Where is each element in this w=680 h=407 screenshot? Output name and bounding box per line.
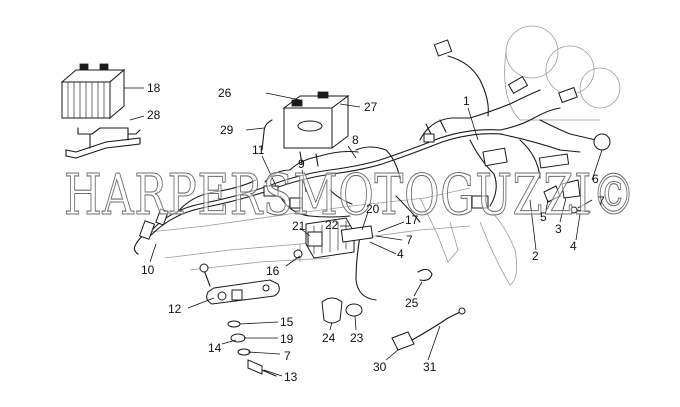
callout-1: 1: [463, 94, 470, 108]
callout-23: 23: [350, 331, 364, 345]
callout-20: 20: [366, 202, 380, 216]
leader-lines: [124, 87, 603, 377]
callout-12: 12: [168, 302, 182, 316]
callout-13: 13: [284, 370, 298, 384]
callout-6: 6: [592, 172, 599, 186]
callout-16: 16: [266, 264, 280, 278]
callout-26: 26: [218, 86, 232, 100]
callout-numbers: 18 28 26 27 29 1 8 11 9 22 20 17 7 4 21 …: [141, 81, 605, 384]
callout-21: 21: [292, 219, 306, 233]
watermark-text: HARPERSMOTOGUZZI©: [64, 163, 636, 228]
right-side-parts: [543, 133, 611, 214]
instrument-cluster: [504, 25, 621, 121]
cable-clip: [417, 268, 433, 281]
callout-9: 9: [298, 157, 305, 171]
callout-25: 25: [405, 296, 419, 310]
relay: [307, 231, 323, 247]
small-battery: [60, 63, 126, 120]
fuse-block: [293, 217, 374, 259]
callout-31: 31: [423, 360, 437, 374]
callout-17: 17: [405, 213, 419, 227]
main-battery: [261, 91, 350, 151]
callout-4-right: 4: [570, 239, 577, 253]
connector-top: [433, 39, 489, 117]
rubber-cap: [321, 297, 363, 324]
fasteners-stack: [227, 320, 277, 377]
battery-bracket: [65, 127, 141, 159]
harness-connectors: [138, 75, 578, 240]
callout-7-lower: 7: [284, 349, 291, 363]
main-harness: [133, 89, 597, 301]
callout-19: 19: [280, 332, 294, 346]
callout-10: 10: [141, 263, 155, 277]
frame-outline: [149, 187, 518, 286]
sensor-lead: [391, 307, 466, 351]
callout-18: 18: [147, 81, 161, 95]
regulator-plate: [199, 263, 280, 305]
callout-27: 27: [364, 100, 378, 114]
callout-4: 4: [397, 247, 404, 261]
callout-14: 14: [208, 341, 222, 355]
callout-28: 28: [147, 108, 161, 122]
callout-7-right: 7: [598, 194, 605, 208]
callout-30: 30: [373, 360, 387, 374]
callout-5: 5: [540, 210, 547, 224]
callout-22: 22: [325, 218, 339, 232]
callout-3: 3: [555, 222, 562, 236]
callout-24: 24: [322, 331, 336, 345]
callout-15: 15: [280, 315, 294, 329]
callout-7: 7: [406, 233, 413, 247]
callout-29: 29: [220, 123, 234, 137]
callout-8: 8: [352, 133, 359, 147]
callout-11: 11: [252, 143, 265, 157]
callout-2: 2: [532, 249, 539, 263]
